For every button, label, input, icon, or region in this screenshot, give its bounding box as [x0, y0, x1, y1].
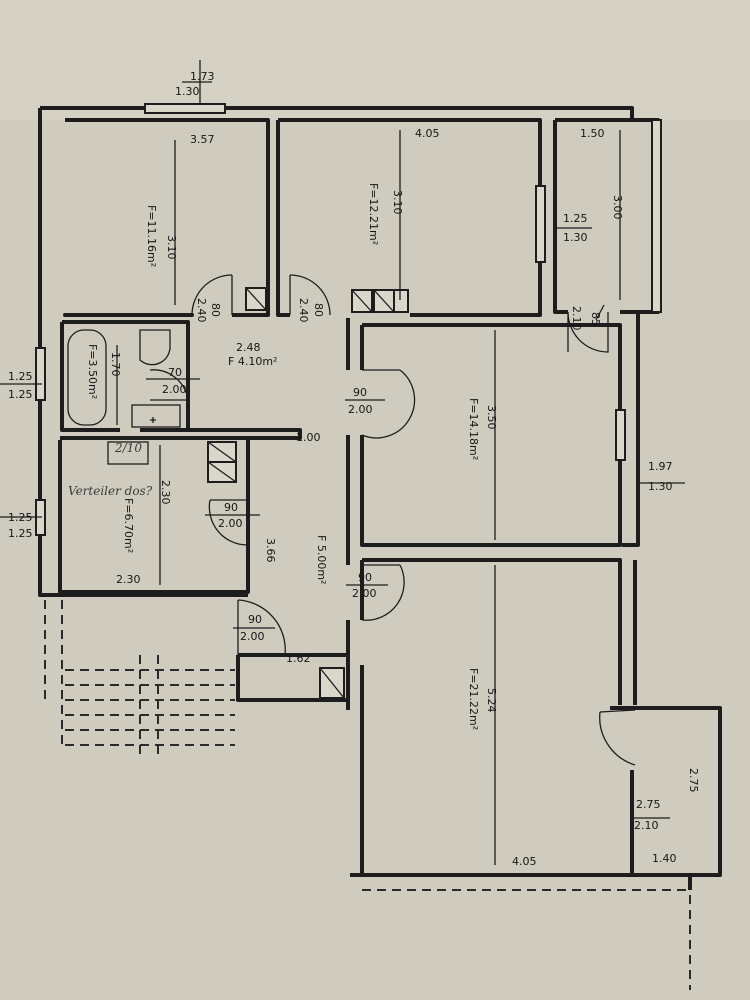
room5-walls	[58, 440, 250, 594]
room2-depth: 3.10	[391, 190, 404, 215]
room4-width: 3.50	[485, 405, 498, 430]
outer-wall-left	[38, 108, 248, 597]
bathtub	[67, 329, 107, 426]
window-room3	[651, 119, 662, 313]
door-room2-w: 80	[312, 303, 325, 317]
room4-door-w: 90	[353, 386, 367, 399]
walls	[35, 103, 722, 890]
window-room4	[615, 409, 626, 461]
door-room3-h: 2.10	[570, 306, 583, 331]
door-room2	[289, 274, 331, 316]
entrance-door-w: 90	[248, 613, 262, 626]
room1-width: 3.57	[190, 133, 215, 146]
doors	[149, 274, 636, 766]
door-living	[361, 564, 405, 621]
bath-area: F=3.50m²	[86, 344, 99, 399]
room3-window-b: 1.30	[563, 231, 588, 244]
paper-highlight	[0, 0, 750, 120]
balcony-door-h: 2.10	[634, 819, 659, 832]
balcony-door-w: 2.75	[636, 798, 661, 811]
dimension-lines	[0, 60, 685, 865]
window-room2-room3	[535, 185, 546, 263]
top-dim-a: 1.73	[190, 70, 215, 83]
right-window-a: 1.97	[648, 460, 673, 473]
room4-walls	[360, 323, 622, 547]
living-area: F=21.22m²	[467, 668, 480, 730]
balcony-width: 1.40	[652, 852, 677, 865]
living-width: 4.05	[512, 855, 537, 868]
room2-width: 4.05	[415, 127, 440, 140]
door-room5	[208, 499, 249, 546]
window-left-1	[35, 347, 46, 401]
entrance-door-h: 2.00	[240, 630, 265, 643]
door-room3-w: 85	[589, 312, 602, 326]
balcony-walls	[610, 706, 722, 877]
left-window-1-a: 1.25	[8, 370, 33, 383]
room2-walls	[276, 118, 542, 317]
hall-door-h: 2.00	[162, 383, 187, 396]
left-window-1-b: 1.25	[8, 388, 33, 401]
labels: 1.73 1.30 3.57 3.10 F=11.16m² 4.05 3.10 …	[8, 70, 700, 868]
room1-walls	[63, 118, 270, 317]
bath-bottom-wall	[60, 322, 302, 440]
door-living-h: 2.00	[352, 587, 377, 600]
top-dim-b: 1.30	[175, 85, 200, 98]
duct-room2-c	[393, 289, 409, 313]
heater-room5	[107, 441, 149, 465]
corridor-dim: 1.00	[296, 431, 321, 444]
sink	[131, 404, 181, 428]
bath-walls	[62, 320, 190, 430]
ducts	[207, 287, 409, 699]
room5-area: F=6.70m²	[122, 498, 135, 553]
door-living-w: 90	[358, 571, 372, 584]
bath-depth: 1.70	[109, 352, 122, 377]
hall-area: F 4.10m²	[228, 355, 277, 368]
left-window-2-a: 1.25	[8, 511, 33, 524]
room4-area: F=14.18m²	[467, 398, 480, 460]
left-window-2-b: 1.25	[8, 527, 33, 540]
room3-depth: 3.00	[611, 195, 624, 220]
room5-small-note: 2/10	[114, 441, 142, 455]
room1-area: F=11.16m²	[145, 205, 158, 267]
room1-depth: 3.10	[165, 235, 178, 260]
hall-width: 2.48	[236, 341, 261, 354]
door-room2-h: 2.40	[297, 298, 310, 323]
outer-wall-top	[40, 106, 634, 118]
room3-width: 1.50	[580, 127, 605, 140]
bath-fixtures	[67, 329, 181, 465]
corridor-area: F 5.00m²	[315, 535, 328, 584]
room5-door-h: 2.00	[218, 517, 243, 530]
room5-depth: 2.30	[159, 480, 172, 505]
exterior-steps	[44, 600, 691, 990]
door-room4	[361, 369, 416, 439]
toilet	[139, 329, 171, 366]
outer-wall-bottom	[350, 873, 692, 890]
living-walls	[360, 558, 637, 877]
hall-door-w: 70	[168, 366, 182, 379]
room4-door-h: 2.00	[348, 403, 373, 416]
corridor-dim2: 3.66	[264, 538, 277, 563]
door-room1	[191, 274, 233, 316]
door-balcony	[599, 709, 636, 766]
door-room1-w: 80	[209, 303, 222, 317]
room3-window-a: 1.25	[563, 212, 588, 225]
balcony-dim-a: 2.75	[687, 768, 700, 793]
room2-area: F=12.21m²	[367, 183, 380, 245]
room5-door-w: 90	[224, 501, 238, 514]
entrance-walls	[236, 653, 348, 702]
outer-wall-right-upper	[622, 312, 640, 547]
room5-width: 2.30	[116, 573, 141, 586]
room5-note: Verteiler dos?	[68, 484, 153, 498]
door-room3	[567, 311, 609, 353]
entrance-dim: 1.62	[286, 652, 311, 665]
living-depth: 5.24	[485, 688, 498, 713]
window-top-room1	[144, 103, 226, 114]
door-room1-h: 2.40	[195, 298, 208, 323]
right-window-b: 1.30	[648, 480, 673, 493]
